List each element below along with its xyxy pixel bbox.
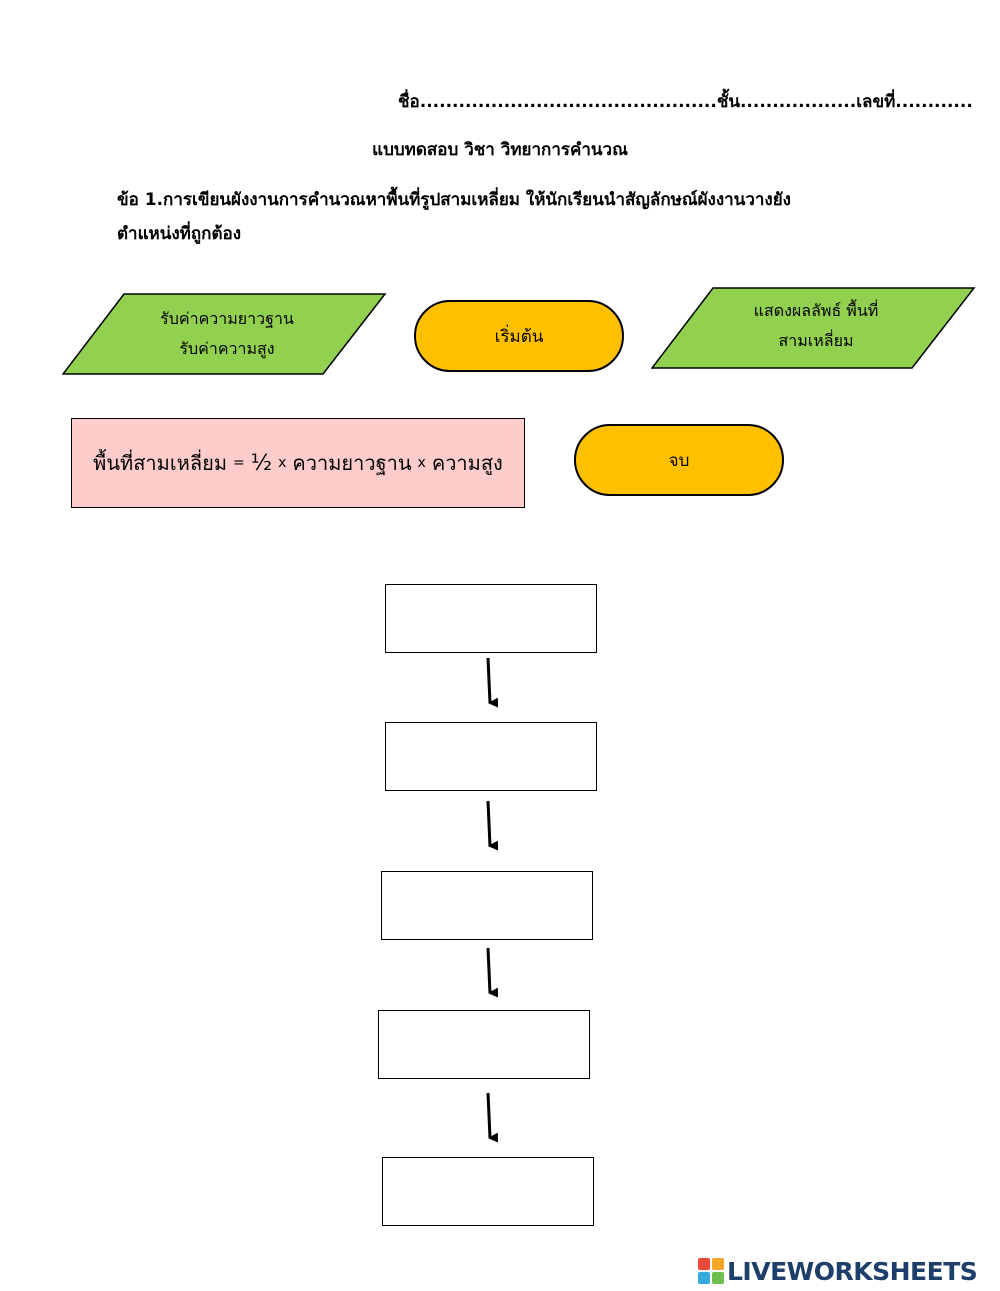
formula-base: ความยาวฐาน: [292, 451, 412, 475]
liveworksheets-logo-icon: [698, 1258, 724, 1284]
question-line-2: ตำแหน่งที่ถูกต้อง: [117, 224, 242, 244]
input-label: รับค่าความยาวฐาน รับค่าความสูง: [122, 293, 332, 375]
input-parallelogram-shape[interactable]: รับค่าความยาวฐาน รับค่าความสูง: [62, 293, 387, 375]
formula-equals: =: [233, 455, 245, 471]
question-1: ข้อ 1.การเขียนผังงานการคำนวณหาพื้นที่รูป…: [117, 183, 897, 251]
liveworksheets-brand: LIVEWORKSHEETS: [698, 1253, 978, 1289]
student-info-line: ชื่อ....................................…: [398, 92, 973, 112]
arrow-down-icon: [486, 800, 499, 851]
parallelogram-green-shape: [651, 287, 976, 369]
brand-name: LIVEWORKSHEETS: [727, 1256, 978, 1286]
start-terminal-shape[interactable]: เริ่มต้น: [414, 300, 624, 372]
formula-times-1: x: [278, 455, 287, 471]
output-label: แสดงผลลัพธ์ พื้นที่ สามเหลี่ยม: [711, 287, 921, 365]
formula-times-2: x: [417, 455, 426, 471]
worksheet-title: แบบทดสอบ วิชา วิทยาการคำนวณ: [372, 140, 628, 160]
flowchart-slot-2[interactable]: [385, 722, 597, 791]
flowchart-slot-4[interactable]: [378, 1010, 590, 1079]
process-rectangle-shape[interactable]: พื้นที่สามเหลี่ยม = ½ x ความยาวฐาน x ควา…: [71, 418, 525, 508]
parallelogram-green-shape: [62, 293, 387, 375]
output-parallelogram-shape[interactable]: แสดงผลลัพธ์ พื้นที่ สามเหลี่ยม: [651, 287, 976, 369]
end-terminal-shape[interactable]: จบ: [574, 424, 784, 496]
formula-height: ความสูง: [431, 451, 503, 475]
flowchart-slot-1[interactable]: [385, 584, 597, 653]
formula-half: ½: [250, 450, 273, 476]
arrow-down-icon: [486, 1092, 499, 1143]
input-label-line-2: รับค่าความสูง: [179, 339, 275, 358]
output-label-line-1: แสดงผลลัพธ์ พื้นที่: [753, 301, 879, 320]
start-label: เริ่มต้น: [494, 326, 544, 347]
input-label-line-1: รับค่าความยาวฐาน: [160, 309, 294, 328]
output-label-line-2: สามเหลี่ยม: [778, 331, 854, 350]
arrow-down-icon: [486, 947, 499, 998]
end-label: จบ: [668, 450, 690, 471]
formula-left: พื้นที่สามเหลี่ยม: [93, 451, 228, 475]
arrow-down-icon: [486, 657, 499, 708]
flowchart-slot-5[interactable]: [382, 1157, 594, 1226]
flowchart-slot-3[interactable]: [381, 871, 593, 940]
question-line-1: ข้อ 1.การเขียนผังงานการคำนวณหาพื้นที่รูป…: [117, 190, 791, 210]
